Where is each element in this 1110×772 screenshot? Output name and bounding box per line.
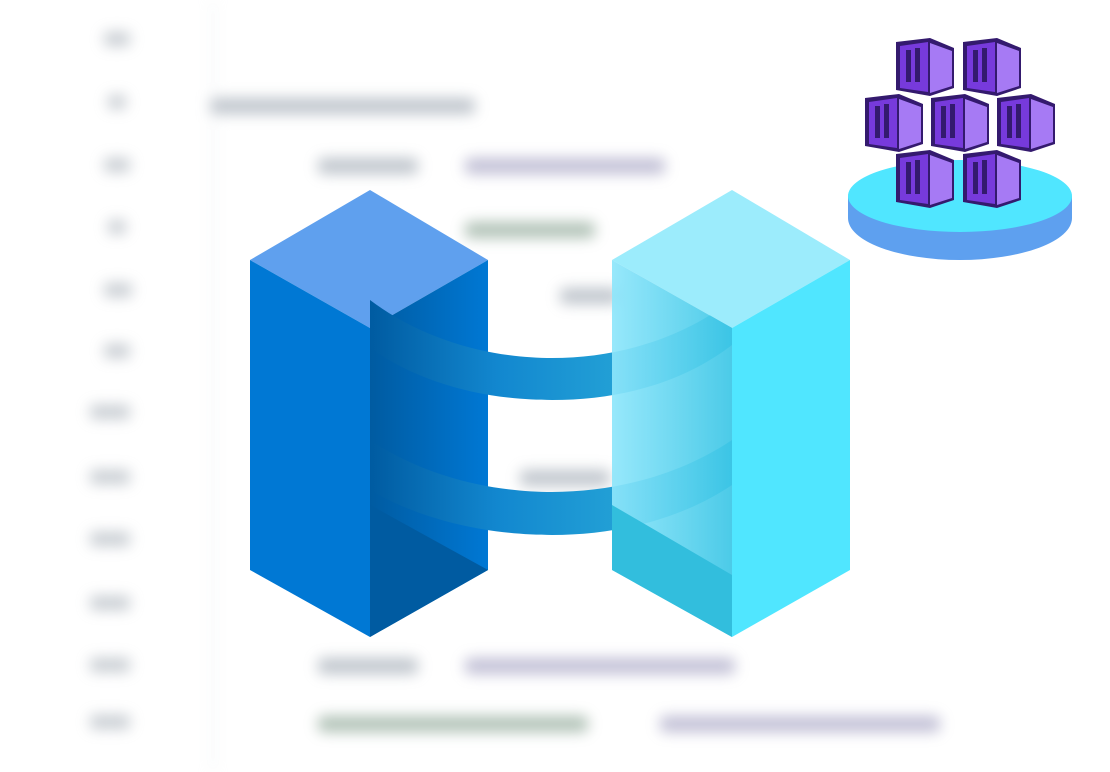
container-icon: [931, 94, 989, 152]
container-icon: [865, 94, 923, 152]
right-pillar-top: [612, 190, 850, 328]
code-line: [465, 158, 665, 174]
line-number: [90, 532, 130, 546]
line-number: [90, 715, 130, 729]
line-number: [90, 596, 130, 610]
line-number: [108, 220, 126, 234]
line-number: [90, 470, 130, 484]
left-pillar-bottom-shade: [370, 505, 488, 637]
line-number: [90, 405, 130, 419]
left-database-pillar-icon: [250, 190, 488, 637]
container-icon: [896, 150, 954, 208]
container-icon: [997, 94, 1055, 152]
code-line: [465, 658, 735, 674]
line-number: [104, 283, 132, 297]
code-line: [318, 158, 418, 174]
right-pillar-bottom-shade: [612, 505, 732, 637]
right-database-pillar-icon: [612, 190, 850, 637]
line-number: [104, 32, 130, 46]
left-pillar-front: [250, 260, 370, 637]
code-line: [560, 288, 620, 304]
container-icon: [963, 38, 1021, 96]
code-line: [210, 98, 475, 114]
container-icon: [963, 150, 1021, 208]
line-number: [90, 658, 130, 672]
platform-top: [848, 160, 1072, 232]
code-line: [520, 470, 610, 486]
code-line: [660, 716, 940, 732]
code-line: [465, 222, 595, 238]
line-number: [104, 158, 130, 172]
code-line: [318, 658, 418, 674]
code-line: [318, 716, 588, 732]
line-number: [104, 344, 130, 358]
left-pillar-top: [250, 190, 488, 328]
gutter-divider: [212, 0, 214, 772]
kubernetes-cluster-icon: [848, 38, 1072, 260]
line-number: [108, 95, 126, 109]
right-pillar-side: [732, 260, 850, 637]
container-icon: [896, 38, 954, 96]
